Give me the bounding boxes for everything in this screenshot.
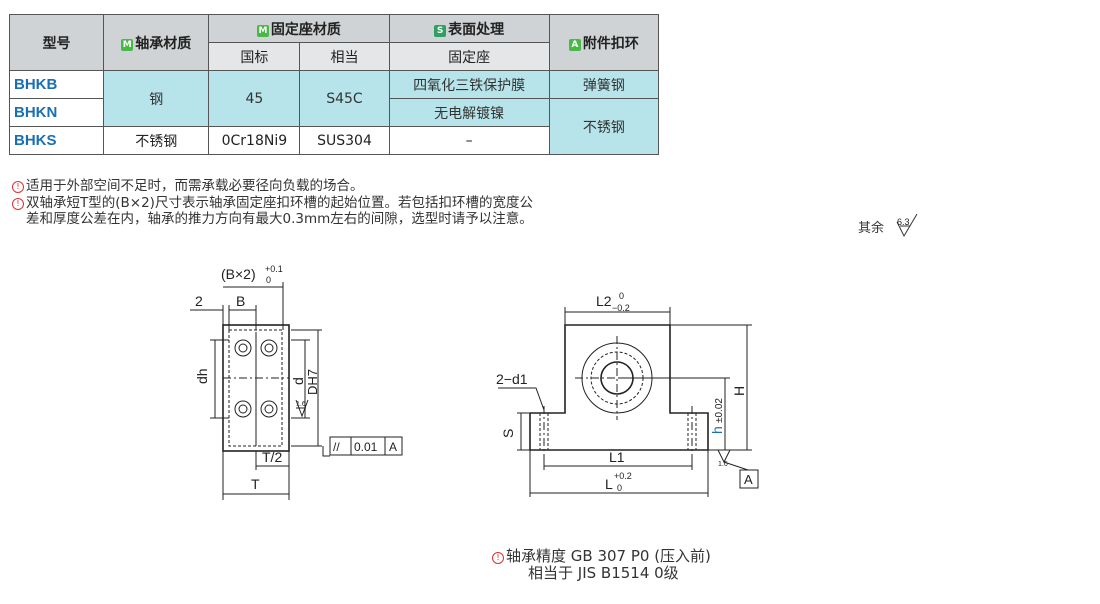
dim-l: L [605, 476, 613, 492]
dim-s: S [500, 429, 516, 438]
dim-h-tol: ±0.02 [714, 398, 725, 423]
accessory-badge-icon: A [568, 38, 581, 51]
model-bhkb: BHKB [8, 70, 105, 99]
dim-dh7: DH7 [305, 369, 320, 395]
header-fixed-seat: 固定座 [388, 42, 550, 71]
cell-nickel: 无电解镀镍 [388, 98, 550, 127]
dim-l2: L2 [596, 293, 612, 309]
parallel-value: 0.01 [354, 440, 378, 454]
roughness-symbol-icon [896, 213, 918, 238]
note-mark-icon: ! [492, 552, 504, 564]
parallel-symbol-icon: // [333, 440, 340, 454]
header-equiv: 相当 [299, 42, 390, 71]
dim-dh: dh [194, 368, 210, 384]
dim-d: d [290, 377, 306, 385]
dim-H: H [731, 386, 747, 396]
material-badge-icon: M [121, 38, 134, 51]
cell-spring-steel: 弹簧钢 [548, 70, 660, 99]
surface-badge-icon: S [434, 24, 447, 37]
rough-1-6-left: 1.6 [296, 401, 306, 408]
dim-b2-tol-low: 0 [266, 275, 271, 285]
note-2: !双轴承短T型的(B×2)尺寸表示轴承固定座扣环槽的起始位置。若包括扣环槽的宽度… [12, 195, 533, 227]
cell-0cr18ni9: 0Cr18Ni9 [208, 126, 301, 155]
dim-l1: L1 [609, 449, 625, 465]
material-badge-icon: M [256, 24, 269, 37]
dim-t: T [251, 476, 260, 492]
rough-1-6-right: 1.6 [718, 461, 728, 468]
general-roughness: 其余 [858, 221, 885, 236]
bearing-precision: !轴承精度 GB 307 P0 (压入前) 相当于 JIS B1514 0级 [492, 548, 711, 582]
header-model: 型号 [8, 14, 105, 71]
dim-b2-tol-up: +0.1 [265, 264, 283, 274]
note-mark-icon: ! [12, 181, 24, 193]
model-bhks: BHKS [8, 126, 105, 155]
dim-b2: (B×2) [221, 266, 256, 282]
dim-l-tol-up: +0.2 [614, 471, 632, 481]
right-view [498, 307, 759, 497]
cell-steel: 钢 [103, 70, 210, 127]
cell-stainless: 不锈钢 [103, 126, 210, 155]
dim-2: 2 [195, 293, 203, 309]
cell-gb45: 45 [208, 70, 301, 127]
roughness-value: 6.3 [897, 217, 910, 227]
dim-2-d1: 2−d1 [496, 371, 528, 387]
header-gb: 国标 [208, 42, 301, 71]
parallel-datum: A [389, 440, 397, 454]
dim-l2-tol-up: 0 [619, 291, 624, 301]
cell-stainless-accessory: 不锈钢 [548, 98, 660, 155]
dim-h: h [709, 426, 725, 434]
note-1: !适用于外部空间不足时，而需承载必要径向负载的场合。 [12, 178, 364, 194]
cell-sus304: SUS304 [299, 126, 390, 155]
left-view [190, 282, 403, 500]
dim-l-tol-low: 0 [617, 483, 622, 493]
cell-s45c: S45C [299, 70, 390, 127]
datum-a: A [744, 472, 753, 487]
dim-l2-tol-low: −0.2 [612, 303, 630, 313]
note-mark-icon: ! [12, 198, 24, 210]
dim-t2: T/2 [262, 449, 282, 465]
dim-b: B [236, 293, 245, 309]
cell-dash: – [388, 126, 550, 155]
